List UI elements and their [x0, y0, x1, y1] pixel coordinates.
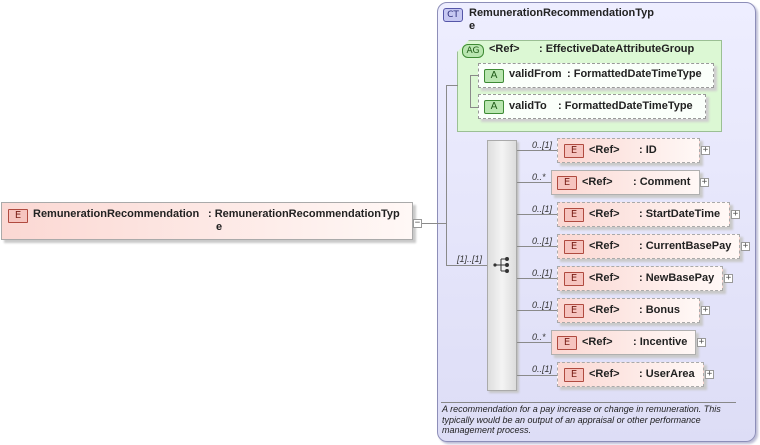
complex-type-name[interactable]: RemunerationRecommendationTyp e: [469, 7, 729, 33]
element-id-expand-icon[interactable]: +: [701, 145, 710, 155]
attribute-group-name[interactable]: : EffectiveDateAttributeGroup: [539, 43, 695, 55]
element-comment-tag: E: [557, 176, 577, 190]
element-bonus-expand-icon[interactable]: +: [701, 305, 710, 315]
element-startdatetime-ref: <Ref>: [589, 208, 620, 220]
documentation-line3: management process.: [442, 425, 532, 435]
element-newbasepay[interactable]: [557, 266, 723, 291]
attribute-validfrom-type: : FormattedDateTimeType: [567, 68, 702, 80]
element-startdatetime-expand-icon[interactable]: +: [731, 209, 740, 219]
sequence-icon: [493, 257, 509, 273]
element-newbasepay-ref: <Ref>: [589, 272, 620, 284]
element-bonus-name: : Bonus: [639, 304, 680, 316]
element-newbasepay-expand-icon[interactable]: +: [724, 273, 733, 283]
connector-comment: [517, 182, 551, 183]
card-bonus: 0..[1]: [532, 300, 553, 310]
element-comment-ref: <Ref>: [582, 176, 613, 188]
connector-bonus: [517, 310, 557, 311]
root-collapse-icon[interactable]: −: [413, 218, 422, 228]
element-id-tag: E: [564, 144, 584, 158]
element-bonus-ref: <Ref>: [589, 304, 620, 316]
element-incentive-expand-icon[interactable]: +: [697, 337, 706, 347]
connector-ag-validfrom: [470, 75, 479, 76]
sequence-cardinality: [1]..[1]: [457, 254, 483, 264]
complex-type-tag: CT: [443, 8, 463, 22]
card-newbasepay: 0..[1]: [532, 268, 553, 278]
element-comment-name: : Comment: [633, 176, 691, 188]
element-userarea-name: : UserArea: [639, 368, 695, 380]
element-currentbasepay-name: : CurrentBasePay: [639, 240, 732, 252]
documentation-line2: typically would be an output of an appra…: [442, 414, 701, 425]
connector-ag-trunk: [470, 75, 471, 107]
root-element-name: RemunerationRecommendation: [33, 208, 200, 220]
element-startdatetime[interactable]: [557, 202, 730, 227]
attribute-validfrom[interactable]: [478, 63, 714, 88]
card-userarea: 0..[1]: [532, 364, 553, 374]
element-startdatetime-name: : StartDateTime: [639, 208, 721, 220]
connector-to-attrgroup: [446, 85, 458, 86]
documentation-text: A recommendation for a pay increase or c…: [442, 404, 742, 436]
element-userarea-expand-icon[interactable]: +: [705, 369, 714, 379]
connector-id: [517, 150, 557, 151]
element-bonus-tag: E: [564, 304, 584, 318]
connector-incentive: [517, 342, 551, 343]
attribute-validfrom-name: validFrom: [509, 68, 562, 80]
sequence-compositor[interactable]: [487, 140, 517, 391]
card-id: 0..[1]: [532, 140, 553, 150]
root-element-type-line1: : RemunerationRecommendationTyp: [208, 208, 400, 220]
card-incentive: 0..*: [532, 332, 546, 342]
attribute-validfrom-tag: A: [484, 69, 504, 83]
element-userarea-tag: E: [564, 368, 584, 382]
connector-root-out: [422, 223, 446, 224]
element-id-name: : ID: [639, 144, 657, 156]
element-currentbasepay-ref: <Ref>: [589, 240, 620, 252]
connector-startdatetime: [517, 214, 557, 215]
element-incentive-ref: <Ref>: [582, 336, 613, 348]
complex-type-name-line1: RemunerationRecommendationTyp: [469, 7, 654, 19]
element-id-ref: <Ref>: [589, 144, 620, 156]
attribute-validto-name: validTo: [509, 100, 547, 112]
attribute-group-tag: AG: [462, 44, 484, 58]
root-element-type-line2: e: [216, 221, 223, 233]
documentation-divider: [441, 402, 736, 403]
attribute-validto[interactable]: [478, 94, 706, 119]
attribute-group-ref: <Ref>: [489, 43, 520, 55]
card-comment: 0..*: [532, 172, 546, 182]
element-newbasepay-name: : NewBasePay: [639, 272, 715, 284]
element-newbasepay-tag: E: [564, 272, 584, 286]
card-currentbasepay: 0..[1]: [532, 236, 553, 246]
card-startdatetime: 0..[1]: [532, 204, 553, 214]
complex-type-name-line2: e: [469, 20, 476, 32]
connector-ag-validto: [470, 107, 479, 108]
element-currentbasepay[interactable]: [557, 234, 740, 259]
element-currentbasepay-tag: E: [564, 240, 584, 254]
attribute-validto-tag: A: [484, 100, 504, 114]
connector-userarea: [517, 375, 557, 376]
element-incentive-name: : Incentive: [633, 336, 688, 348]
element-startdatetime-tag: E: [564, 208, 584, 222]
documentation-line1: A recommendation for a pay increase or c…: [442, 404, 721, 414]
element-userarea-ref: <Ref>: [589, 368, 620, 380]
root-element-tag: E: [8, 209, 28, 223]
root-element[interactable]: [1, 202, 413, 240]
attribute-validto-type: : FormattedDateTimeType: [558, 100, 693, 112]
connector-seq-trunk: [517, 150, 518, 376]
element-currentbasepay-expand-icon[interactable]: +: [741, 241, 750, 251]
connector-currentbasepay: [517, 246, 557, 247]
element-incentive-tag: E: [557, 336, 577, 350]
connector-newbasepay: [517, 278, 557, 279]
root-element-type: : RemunerationRecommendationTyp e: [208, 208, 400, 234]
connector-trunk: [446, 85, 447, 265]
element-comment-expand-icon[interactable]: +: [700, 177, 709, 187]
connector-to-sequence: [446, 265, 487, 266]
